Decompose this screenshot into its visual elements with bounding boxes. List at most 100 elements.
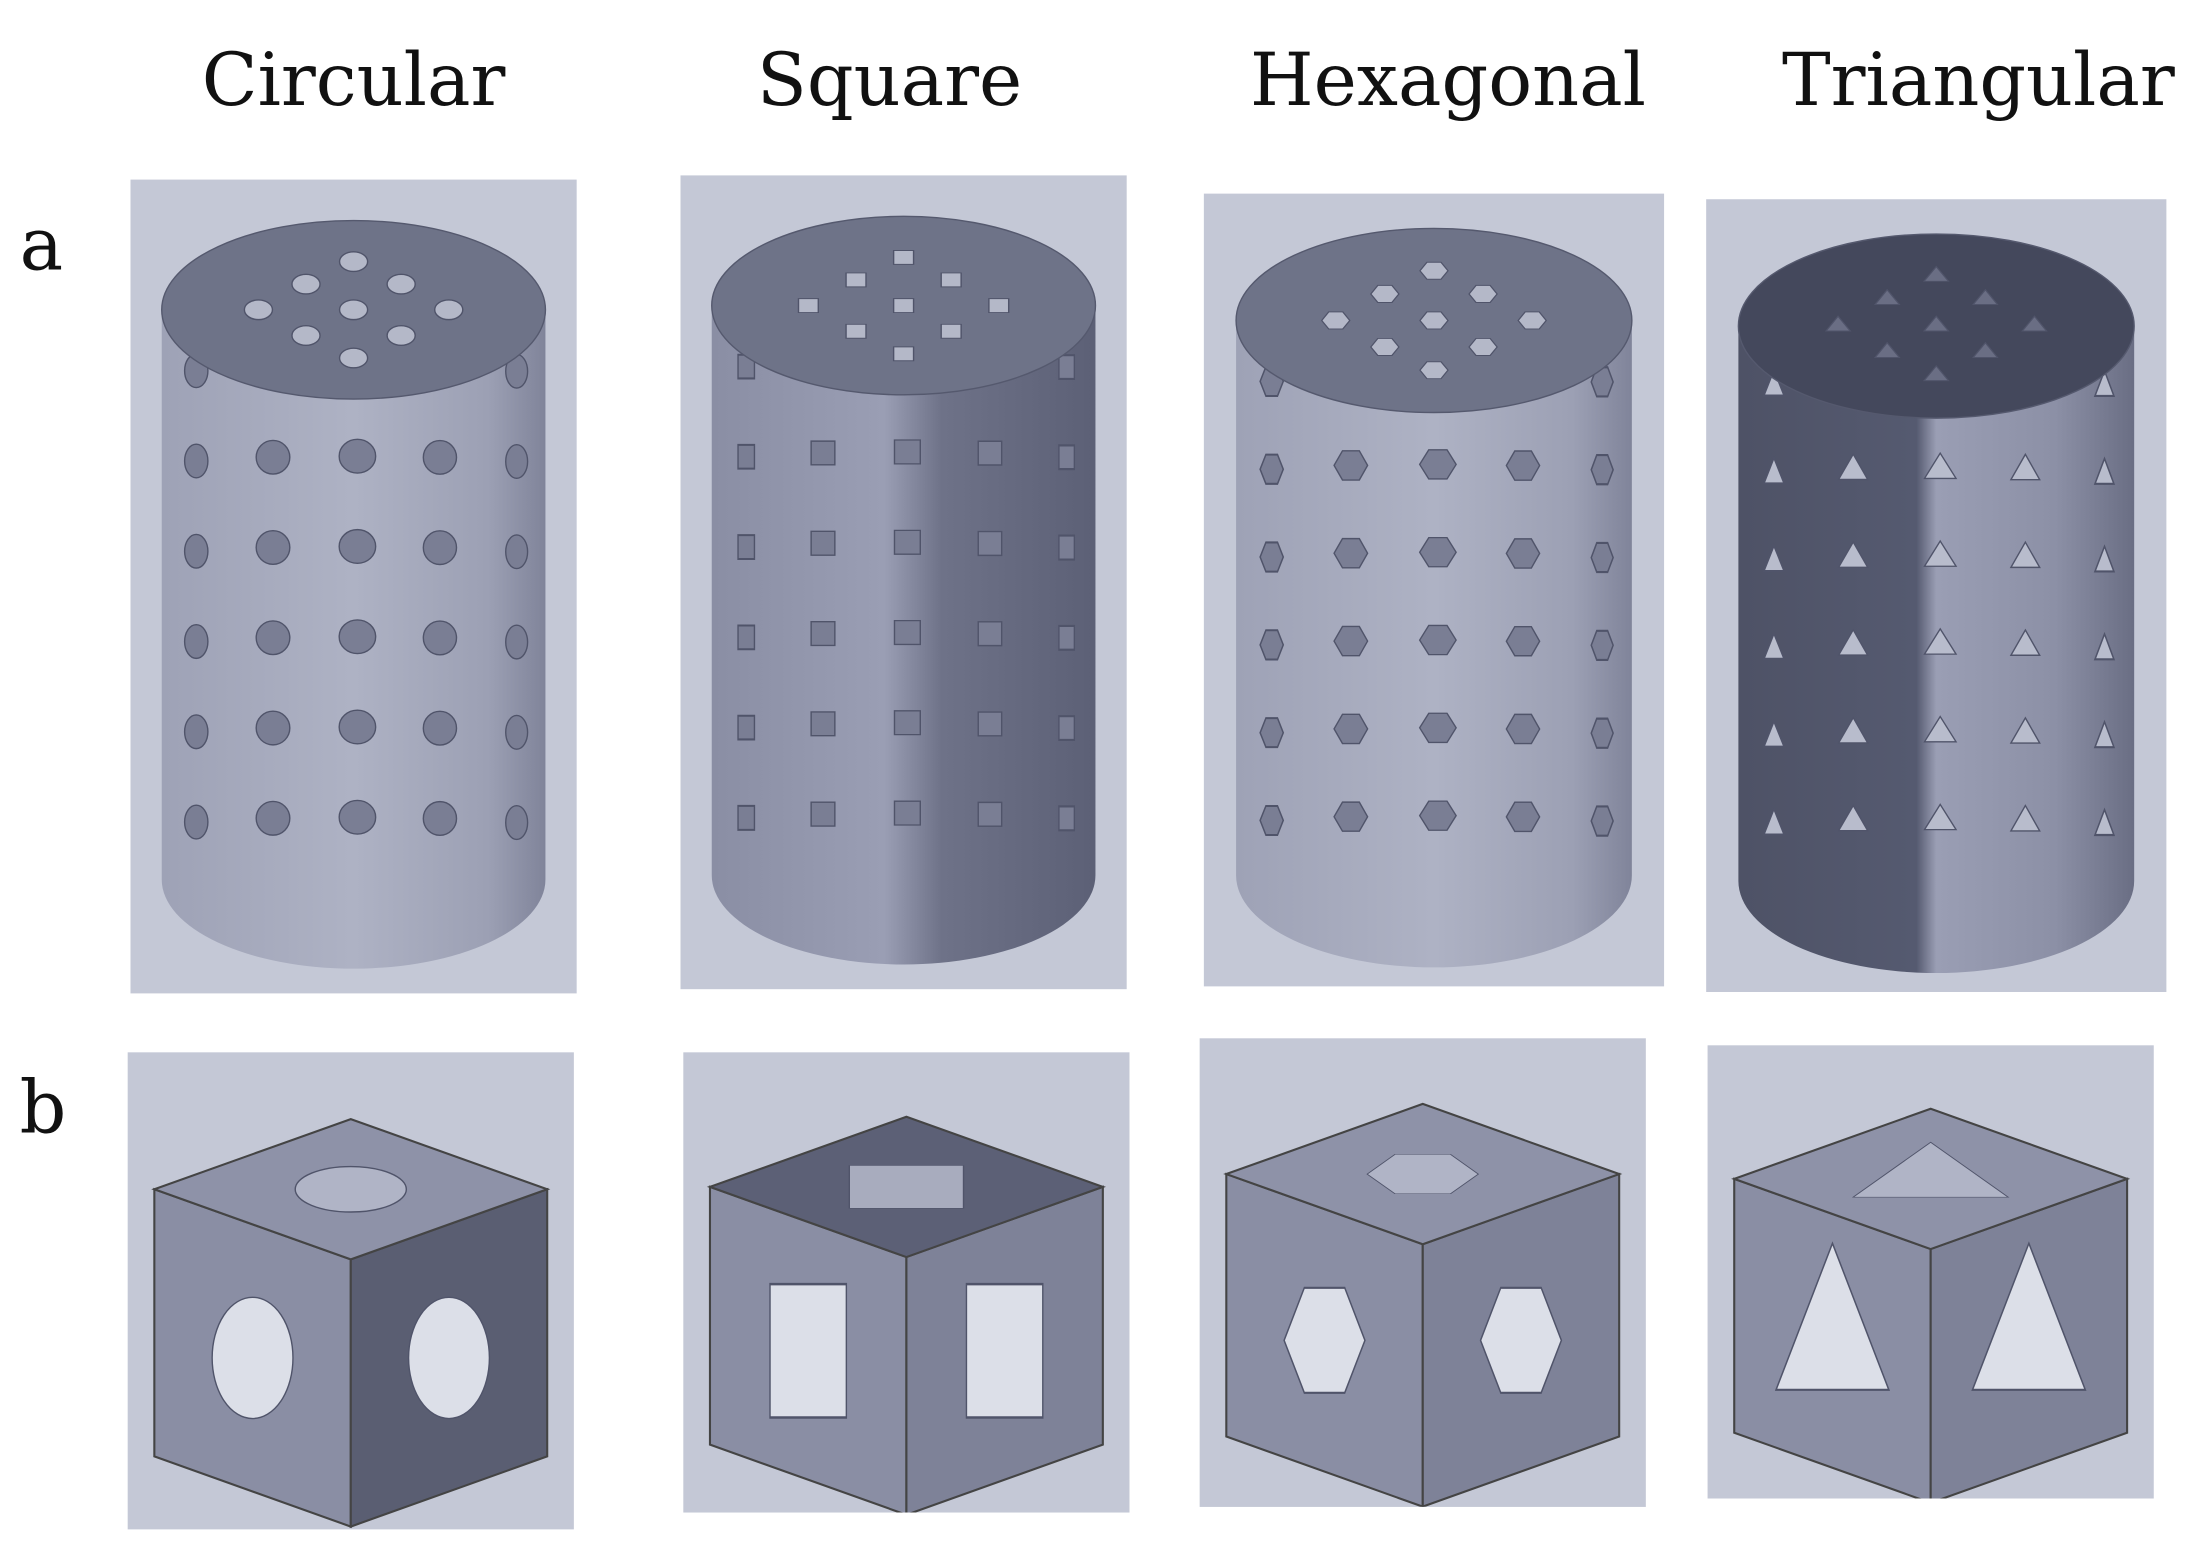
side-hole xyxy=(1505,801,1541,833)
square-unit-cell xyxy=(706,1115,1106,1513)
column-title-hexagonal: Hexagonal xyxy=(1250,39,1646,124)
side-hole xyxy=(893,529,921,555)
side-hole xyxy=(1762,719,1786,748)
side-hole xyxy=(2009,628,2041,656)
side-hole xyxy=(1333,450,1369,481)
side-hole xyxy=(183,533,209,569)
cube-left-hole xyxy=(769,1282,848,1419)
side-hole xyxy=(1333,625,1369,657)
side-hole xyxy=(183,804,209,840)
top-hole xyxy=(940,272,962,288)
side-hole xyxy=(977,621,1003,647)
column-title-square: Square xyxy=(756,39,1023,124)
cube-top-hole xyxy=(848,1165,965,1209)
top-hole xyxy=(988,298,1010,314)
side-hole xyxy=(1923,539,1958,567)
side-hole xyxy=(1418,624,1457,656)
side-hole xyxy=(2093,807,2116,837)
square-cylinder-scaffold xyxy=(711,215,1097,965)
top-hole xyxy=(1922,315,1950,332)
top-hole xyxy=(1971,288,1999,305)
top-hole xyxy=(338,299,369,321)
side-hole xyxy=(1418,536,1457,568)
side-hole xyxy=(977,440,1003,466)
hexagonal-unit-cell xyxy=(1223,1102,1623,1507)
side-hole xyxy=(1259,804,1285,836)
side-hole xyxy=(505,534,529,570)
side-hole xyxy=(422,620,458,656)
cube-right-hole xyxy=(965,1282,1044,1419)
cube-top-hole xyxy=(294,1165,408,1213)
side-hole xyxy=(737,624,756,651)
side-hole xyxy=(255,800,291,836)
side-hole xyxy=(1333,801,1369,832)
side-hole xyxy=(1837,628,1869,656)
top-hole xyxy=(892,346,915,362)
side-hole xyxy=(893,800,921,826)
column-title-circular: Circular xyxy=(201,39,506,124)
side-hole xyxy=(810,711,836,737)
top-hole xyxy=(892,298,915,314)
triangular-cylinder-scaffold xyxy=(1737,233,2135,974)
top-hole xyxy=(1468,284,1498,303)
side-hole xyxy=(255,529,291,566)
side-hole xyxy=(422,530,458,566)
top-hole xyxy=(1824,315,1852,332)
top-hole xyxy=(845,323,867,339)
side-hole xyxy=(505,443,529,480)
panel-b-hexagonal xyxy=(1199,1038,1646,1507)
side-hole xyxy=(1837,452,1869,481)
side-hole xyxy=(1058,534,1076,561)
side-hole xyxy=(1590,629,1614,662)
top-hole xyxy=(1873,341,1901,358)
side-hole xyxy=(422,800,458,836)
cube-top-hole xyxy=(1366,1154,1480,1195)
side-hole xyxy=(2009,540,2041,569)
top-hole xyxy=(1873,288,1901,305)
side-hole xyxy=(183,623,209,660)
side-hole xyxy=(737,714,756,741)
side-hole xyxy=(255,439,291,475)
side-hole xyxy=(1590,366,1614,398)
side-hole xyxy=(1333,537,1369,569)
side-hole xyxy=(1505,625,1541,657)
side-hole xyxy=(810,530,836,556)
side-hole xyxy=(1058,624,1076,651)
top-hole xyxy=(1370,284,1400,303)
side-hole xyxy=(1259,541,1285,573)
side-hole xyxy=(2093,719,2116,749)
side-hole xyxy=(1837,804,1869,832)
side-hole xyxy=(977,801,1003,827)
side-hole xyxy=(1923,715,1958,743)
top-hole xyxy=(386,324,416,347)
side-hole xyxy=(1259,629,1285,661)
side-hole xyxy=(1259,717,1285,749)
side-hole xyxy=(1923,627,1958,655)
cube-top-hole xyxy=(1851,1141,2010,1198)
panel-b-square xyxy=(683,1052,1130,1513)
side-hole xyxy=(1762,543,1786,572)
top-hole xyxy=(1419,261,1449,280)
top-hole xyxy=(2021,315,2048,332)
top-hole xyxy=(1468,337,1498,357)
panel-a-hexagonal xyxy=(1203,193,1665,987)
side-hole xyxy=(505,714,529,750)
panel-b-triangular xyxy=(1707,1045,2154,1499)
side-hole xyxy=(338,799,377,835)
row-label-b: b xyxy=(19,1066,67,1151)
side-hole xyxy=(1837,540,1869,568)
side-hole xyxy=(1505,538,1541,569)
panel-a-triangular xyxy=(1706,199,2167,992)
side-hole xyxy=(1762,807,1786,836)
side-hole xyxy=(422,710,458,746)
top-hole xyxy=(1320,311,1351,330)
top-hole xyxy=(1922,265,1950,282)
side-hole xyxy=(338,709,377,745)
side-hole xyxy=(1058,354,1076,381)
side-hole xyxy=(810,620,836,647)
side-hole xyxy=(1058,805,1076,832)
cube-right-hole xyxy=(1479,1286,1563,1394)
cube-left-hole xyxy=(211,1296,294,1420)
side-hole xyxy=(893,439,921,465)
